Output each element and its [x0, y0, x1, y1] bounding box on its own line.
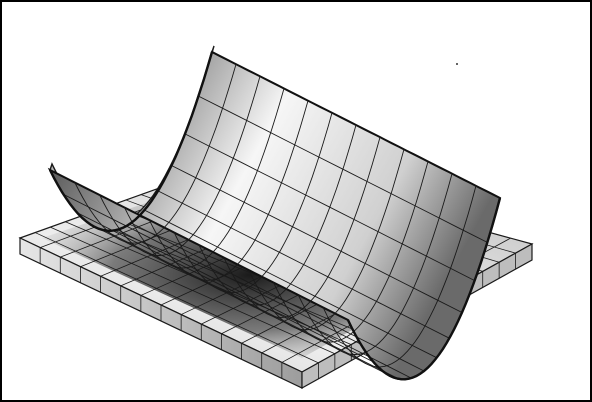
speck	[456, 63, 458, 65]
sheet-grid-line	[184, 133, 475, 282]
sheet-grid-line	[63, 193, 361, 345]
sheet-grid-line	[76, 212, 374, 363]
sheet-grid-line	[103, 229, 399, 380]
sheet-rim	[48, 51, 502, 381]
sheet-grid-lines	[63, 64, 488, 380]
sheet-grid-line	[171, 165, 463, 313]
sheet-grid-line	[117, 229, 412, 379]
sheet-grid-line	[198, 95, 488, 243]
sheet-grid-line	[130, 222, 425, 372]
sheet-grid-line	[157, 190, 450, 339]
curved-sheet	[47, 45, 502, 381]
sheet-grid-line	[90, 224, 387, 374]
sheet-grid-line	[144, 209, 437, 359]
